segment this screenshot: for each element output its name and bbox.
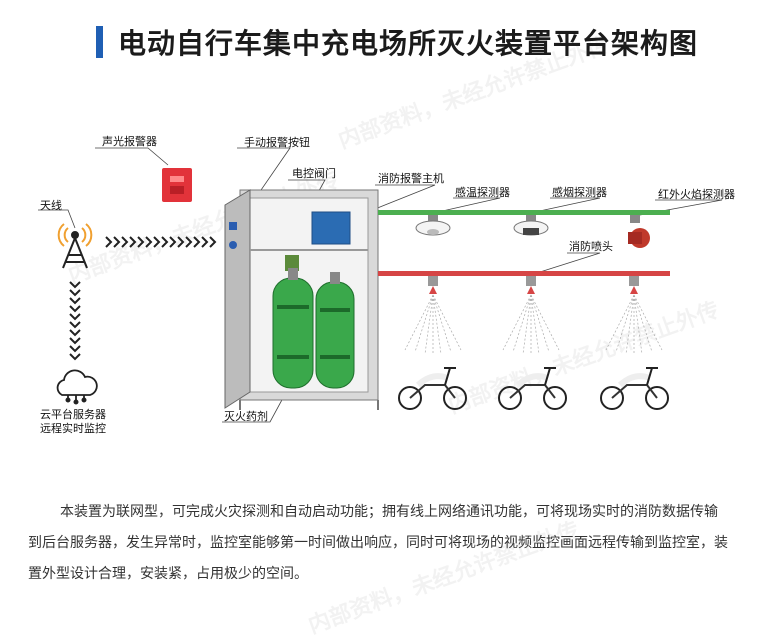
page-title: 电动自行车集中充电场所灭火装置平台架构图 <box>118 27 699 60</box>
label-smoke-detector: 感烟探测器 <box>552 186 607 199</box>
sprinkler-head-3 <box>605 276 663 355</box>
detector-pipe <box>378 210 670 215</box>
label-alarm: 声光报警器 <box>102 135 157 148</box>
signal-arrows-horizontal <box>105 236 217 248</box>
alarm-device <box>162 168 192 202</box>
label-sprinkler: 消防喷头 <box>569 240 613 253</box>
architecture-diagram <box>38 147 723 423</box>
sprinkler-head-1 <box>404 276 462 355</box>
cloud-server-icon <box>56 369 98 405</box>
sprinkler-head-2 <box>502 276 560 355</box>
description-paragraph: 本装置为联网型，可完成火灾探测和自动启动功能；拥有线上网络通讯功能，可将现场实时… <box>28 504 728 582</box>
leader-alarm <box>95 147 169 166</box>
label-host: 消防报警主机 <box>378 172 444 185</box>
ebike-2 <box>498 367 567 410</box>
agent-cylinders <box>272 268 355 389</box>
temp-detector <box>415 215 451 236</box>
signal-arrows-vertical <box>69 281 81 361</box>
ir-flame-detector <box>628 215 650 248</box>
sprinkler-pipe <box>378 271 670 276</box>
leader-antenna <box>38 209 76 229</box>
leader-smoke-detector <box>534 197 601 213</box>
label-cloud-line1: 云平台服务器 <box>40 408 106 421</box>
label-manual-button: 手动报警按钮 <box>244 136 310 149</box>
label-antenna: 天线 <box>40 199 62 212</box>
leader-temp-detector <box>437 197 501 213</box>
label-cloud-line2: 远程实时监控 <box>40 422 106 435</box>
title-accent-bar <box>96 26 103 58</box>
antenna-tower <box>57 223 93 269</box>
ebike-1 <box>398 367 467 410</box>
leader-sprinkler <box>539 252 601 273</box>
label-agent: 灭火药剂 <box>224 410 268 423</box>
smoke-detector <box>513 215 549 236</box>
label-ir-detector: 红外火焰探测器 <box>658 188 735 201</box>
label-valve: 电控阀门 <box>292 167 336 180</box>
label-temp-detector: 感温探测器 <box>455 186 510 199</box>
ebike-3 <box>600 367 669 410</box>
